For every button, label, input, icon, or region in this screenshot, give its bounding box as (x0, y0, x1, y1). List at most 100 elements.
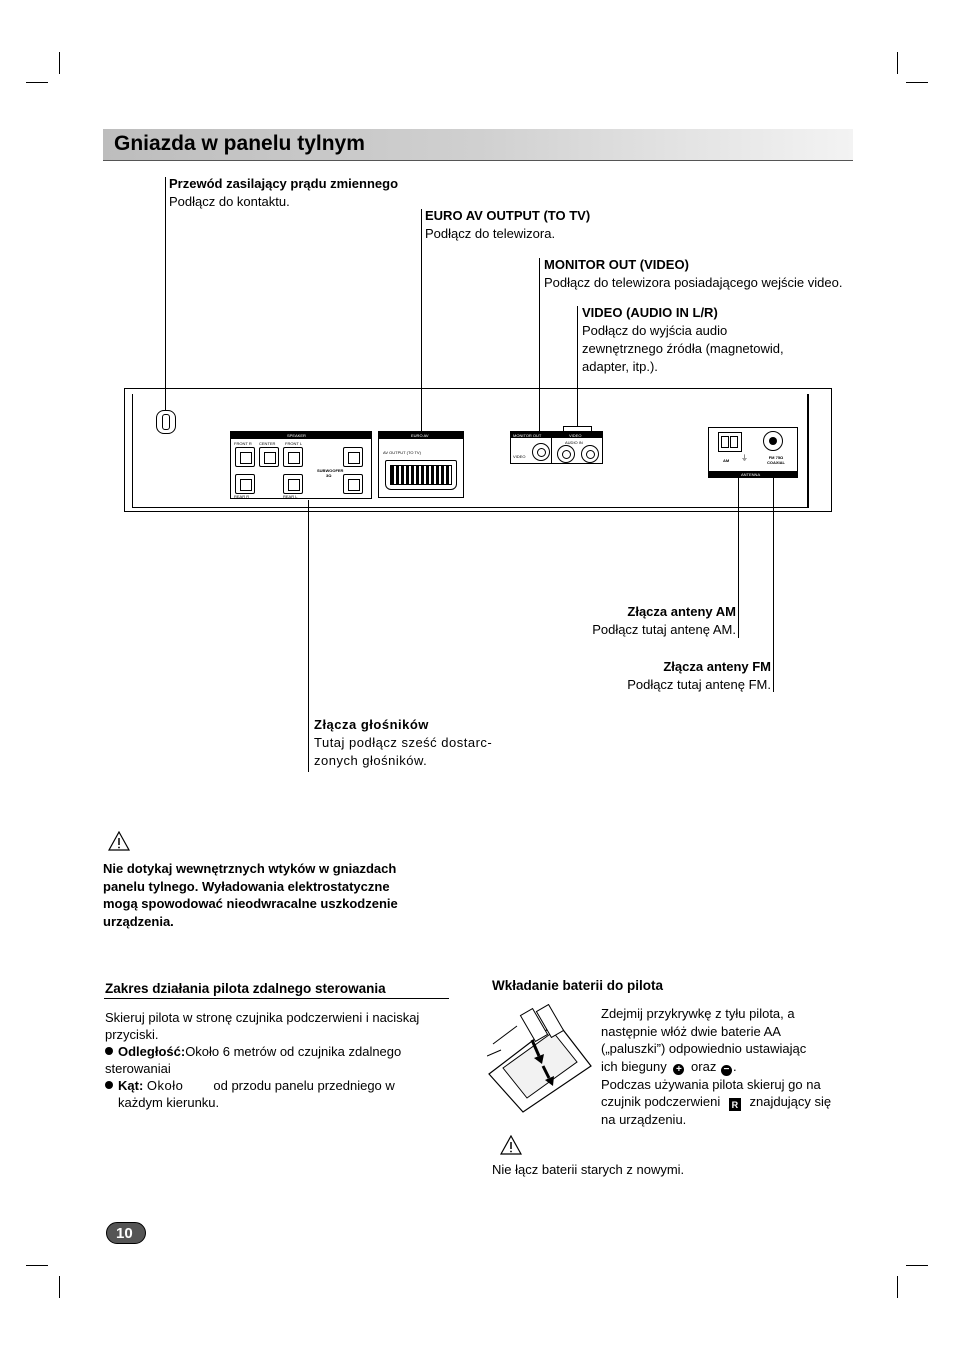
am-terminal-slot (721, 436, 729, 448)
angle-text-cont: każdym kierunku. (118, 1095, 220, 1110)
audio-in-r-jack (581, 445, 599, 463)
fm-antenna-text: Podłącz tutaj antenę FM. (627, 677, 771, 692)
device-inner-outline (132, 394, 808, 508)
euro-av-label: EURO AV OUTPUT (TO TV) Podłącz do telewi… (425, 207, 590, 243)
euro-av-header (379, 432, 463, 439)
battery-line: czujnik podczerwieni (601, 1094, 721, 1109)
audio-in-video-label: VIDEO (569, 433, 582, 438)
minus-icon: − (720, 1064, 732, 1076)
power-cord-title: Przewód zasilający prądu zmiennego (169, 176, 399, 191)
fm-connector-core (769, 437, 777, 445)
video-audio-text-3: adapter, itp.). (582, 359, 658, 374)
crop-mark (906, 1265, 928, 1266)
leader-line (563, 426, 564, 434)
video-audio-text-2: zewnętrznego źródła (magnetowid, (582, 341, 784, 356)
euro-av-panel: EURO AV AV OUTPUT (TO TV) (378, 431, 464, 498)
distance-label: Odległość: (118, 1044, 186, 1059)
subwoofer-label: SUBWOOFER (317, 468, 344, 473)
speaker-terminals-label: Złącza głośników Tutaj podłącz sześć dos… (314, 716, 492, 770)
fm-connector (763, 431, 783, 451)
caution-line: mogą spowodować nieodwracalne uszkodzeni… (103, 896, 398, 911)
power-cord-icon (156, 410, 176, 434)
power-cord-icon (162, 414, 170, 430)
battery-line: Podczas używania pilota skieruj go na (601, 1076, 821, 1092)
monitor-video-jack (532, 443, 550, 461)
am-antenna-title: Złącza anteny AM (627, 604, 736, 619)
audio-in-l-jack (557, 445, 575, 463)
plus-icon: + (673, 1063, 685, 1075)
am-terminal-slot (730, 436, 738, 448)
antenna-panel: AM ⏚ FM 75Ω COAXIAL ANTENNA (708, 427, 798, 478)
distance-text: Około 6 metrów od czujnika zdalnego (185, 1044, 402, 1059)
distance-item: Odległość:Około 6 metrów od czujnika zda… (105, 1043, 419, 1060)
crop-mark (59, 1276, 60, 1298)
device-body (124, 388, 832, 512)
rear-l-jack (283, 474, 303, 494)
video-audio-title: VIDEO (AUDIO IN L/R) (582, 305, 718, 320)
power-cord-label: Przewód zasilający prądu zmiennego Podłą… (169, 175, 398, 211)
crop-mark (897, 1276, 898, 1298)
angle-text: od przodu panelu przedniego w (213, 1078, 395, 1093)
caution-line: Nie dotykaj wewnętrznych wtyków w gniazd… (103, 861, 397, 876)
am-label: AM (723, 458, 730, 463)
video-jack-label: VIDEO (513, 454, 526, 459)
page-number: 10 (116, 1225, 133, 1242)
leader-line (308, 500, 309, 772)
antenna-footer (709, 471, 797, 477)
bullet-icon (105, 1081, 113, 1089)
scart-connector (385, 460, 457, 490)
monitor-out-header (511, 432, 551, 438)
battery-line: oraz (691, 1058, 717, 1074)
battery-line: ich bieguny (601, 1058, 667, 1074)
monitor-out-title: MONITOR OUT (VIDEO) (544, 257, 689, 272)
video-audio-label: VIDEO (AUDIO IN L/R) Podłącz do wyjścia … (582, 304, 784, 376)
remote-range-body: Skieruj pilota w stronę czujnika podczer… (105, 1009, 419, 1111)
leader-line (539, 258, 540, 433)
euro-av-subtitle: AV OUTPUT (TO TV) (383, 450, 421, 455)
remote-range-heading: Zakres działania pilota zdalnego sterowa… (105, 981, 386, 996)
crop-mark (26, 82, 48, 83)
subwoofer-jack (343, 447, 363, 467)
front-l-jack (283, 447, 303, 467)
caution-line: urządzenia. (103, 913, 174, 929)
ohm-label: 3Ω (326, 473, 332, 478)
audio-in-header (552, 432, 602, 438)
am-terminal (718, 432, 742, 452)
leader-line (421, 209, 422, 434)
center-label: CENTER (259, 441, 276, 446)
speaker-terminals-text-1: Tutaj podłącz sześć dostarc- (314, 735, 493, 750)
video-audio-text-1: Podłącz do wyjścia audio (582, 323, 728, 338)
page-number-badge: 10 (106, 1222, 146, 1244)
battery-line: Zdejmij przykrywkę z tyłu pilota, a (601, 1006, 795, 1021)
battery-polarity-line: ich bieguny + oraz −. (601, 1058, 831, 1076)
speaker-terminals-title: Złącza głośników (314, 717, 429, 732)
euro-av-title: EURO AV OUTPUT (TO TV) (425, 208, 591, 223)
battery-line: na urządzeniu. (601, 1112, 687, 1127)
leader-line (773, 478, 774, 692)
monitor-out-label: MONITOR OUT (VIDEO) Podłącz do telewizor… (544, 256, 842, 292)
battery-line: („paluszki”) odpowiednio ustawiając (601, 1041, 807, 1056)
battery-line: . (732, 1058, 737, 1074)
euro-av-title: EURO AV (411, 433, 429, 438)
rear-panel-drawing: SPEAKER FRONT R CENTER FRONT L SUBWOOFER… (124, 388, 832, 512)
front-l-label: FRONT L (285, 441, 303, 446)
warning-icon (500, 1135, 522, 1155)
remote-range-intro: przyciski. (105, 1027, 159, 1042)
crop-mark (26, 1265, 48, 1266)
caution-text: Nie dotykaj wewnętrznych wtyków w gniazd… (103, 860, 398, 930)
page-title: Gniazda w panelu tylnym (114, 132, 365, 155)
battery-instructions: Zdejmij przykrywkę z tyłu pilota, a nast… (601, 1005, 831, 1129)
heading-underline (104, 998, 449, 999)
caution-line: panelu tylnego. Wyładowania elektrostaty… (103, 878, 390, 894)
battery-line: następnie włóż dwie baterie AA (601, 1023, 781, 1039)
fm-antenna-label: Złącza anteny FM Podłącz tutaj antenę FM… (560, 658, 771, 694)
speaker-label: SPEAKER (287, 433, 306, 438)
ground-symbol: ⏚ (741, 455, 748, 462)
speaker-terminals-text-2: zonych głośników. (314, 753, 428, 768)
bullet-icon (105, 1047, 113, 1055)
battery-line: znajdujący się (749, 1094, 832, 1109)
speaker-header (231, 432, 371, 439)
audio-in-label: AUDIO IN (565, 440, 583, 445)
crop-mark (897, 52, 898, 74)
rear-r-jack (235, 474, 255, 494)
